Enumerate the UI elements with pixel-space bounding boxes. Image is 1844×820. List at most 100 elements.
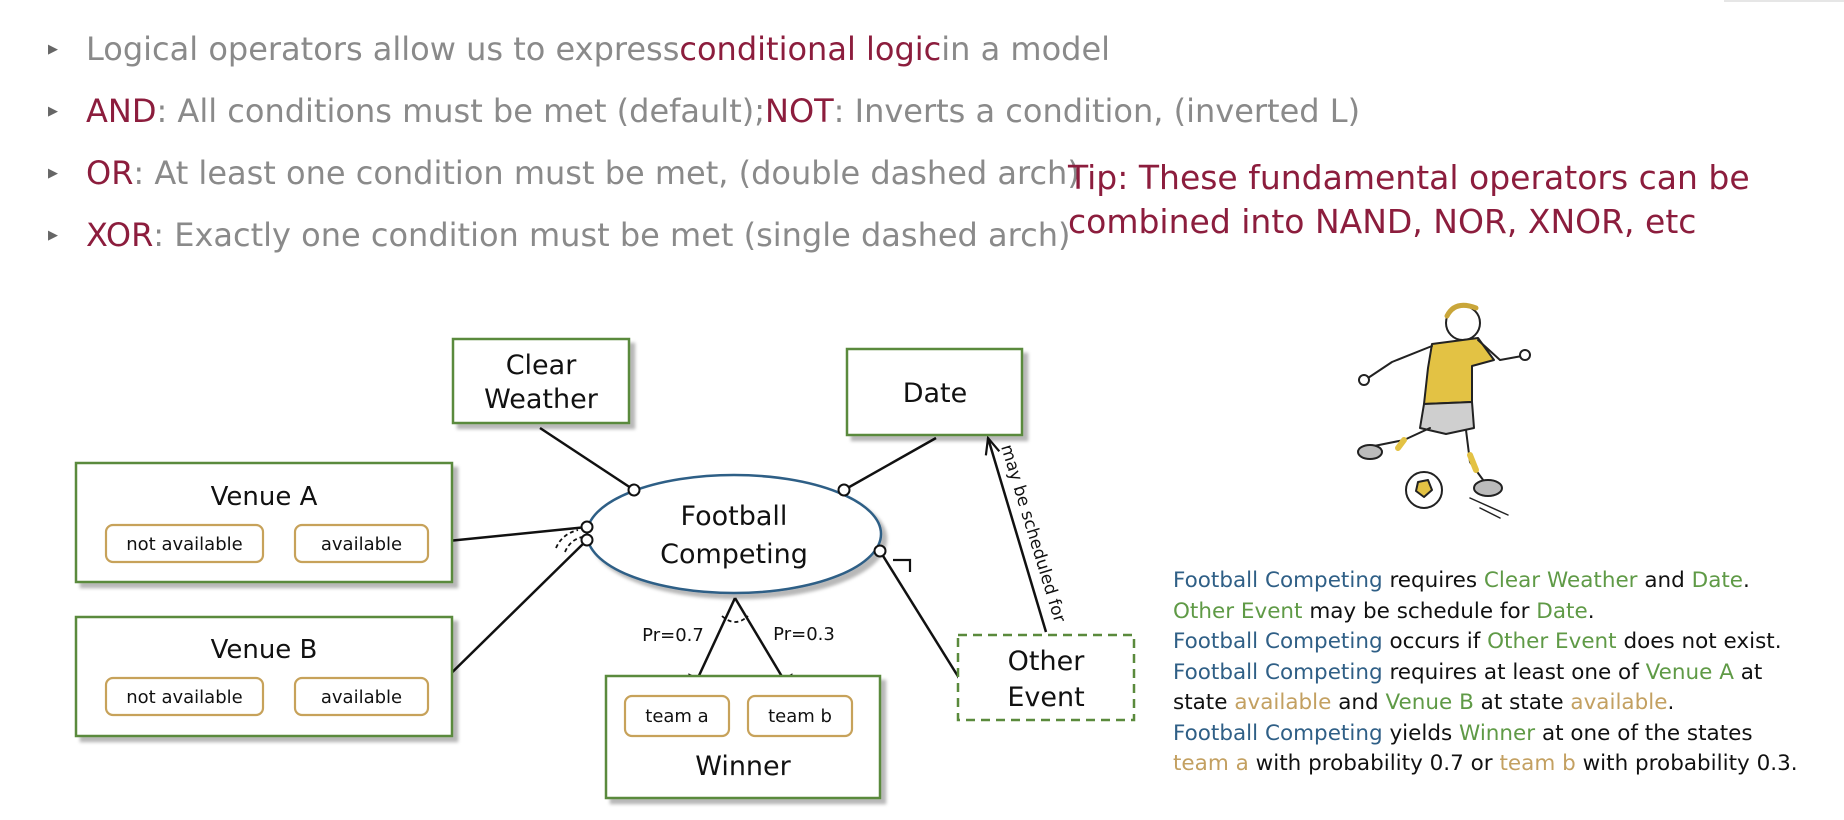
edge-weather-football bbox=[539, 426, 635, 492]
explanation-segment: does not exist. bbox=[1616, 629, 1782, 654]
explanation-line-4: Football Competing requires at least one… bbox=[1173, 658, 1833, 689]
edge-date-football bbox=[843, 436, 937, 492]
explanation-segment: Other Event bbox=[1487, 629, 1617, 654]
football-player-illustration bbox=[1357, 302, 1531, 519]
venue-a-title: Venue A bbox=[211, 482, 318, 512]
explanation-segment: . bbox=[1587, 598, 1595, 624]
other-event-line-1: Other bbox=[1008, 646, 1086, 677]
explanation-segment: team a bbox=[1173, 751, 1249, 776]
probability-team-b: Pr=0.3 bbox=[773, 624, 835, 645]
venue-b-state-not-available bbox=[104, 676, 265, 717]
port-venue-b bbox=[580, 533, 594, 547]
bullet-arrow-icon: ▶ bbox=[48, 227, 58, 243]
explanation-segment: Venue A bbox=[1645, 659, 1734, 685]
explanation-segment: Clear Weather bbox=[1483, 568, 1638, 593]
explanation-segment: . bbox=[1743, 568, 1750, 593]
player-left-hand bbox=[1358, 374, 1370, 386]
edge-venue-b-football bbox=[427, 539, 588, 697]
bullet-1-text: in a model bbox=[941, 30, 1111, 68]
tip-line-1: Tip: These fundamental operators can be bbox=[1068, 158, 1750, 197]
explanation-segment: Winner bbox=[1459, 720, 1536, 746]
explanation-line-6: Football Competing yields Winner at one … bbox=[1173, 719, 1833, 750]
venue-b-state-not-available-label: not available bbox=[126, 687, 242, 708]
bullet-4-keyword: XOR bbox=[86, 216, 154, 254]
explanation-line-2: Other Event may be schedule for Date. bbox=[1173, 597, 1833, 628]
winner-state-team-b-label: team b bbox=[768, 706, 832, 727]
football-line-2: Competing bbox=[660, 539, 808, 570]
explanation-segment: at one of the states bbox=[1535, 720, 1753, 746]
explanation-segment: Football Competing bbox=[1173, 659, 1383, 685]
player-shorts bbox=[1419, 401, 1475, 435]
winner-title: Winner bbox=[695, 751, 791, 782]
explanation-segment: with probability 0.7 or bbox=[1248, 751, 1500, 776]
bullet-3: ▶ OR: At least one condition must be met… bbox=[48, 142, 1360, 204]
explanation-segment: team b bbox=[1499, 751, 1576, 776]
explanation-segment: at state bbox=[1473, 690, 1571, 715]
bullet-1-keyword: conditional logic bbox=[679, 30, 942, 68]
explanation-segment: . bbox=[1667, 690, 1675, 715]
explanation-segment: Venue B bbox=[1385, 690, 1474, 715]
bullet-arrow-icon: ▶ bbox=[48, 103, 58, 119]
winner-state-team-a bbox=[623, 694, 731, 738]
bullet-arrow-icon: ▶ bbox=[48, 41, 58, 57]
clear-weather-line-2: Weather bbox=[484, 384, 599, 415]
venue-b-state-available bbox=[293, 676, 430, 717]
clear-weather-line-1: Clear bbox=[506, 350, 578, 381]
bullet-3-keyword: OR bbox=[86, 154, 134, 192]
other-event-line-2: Event bbox=[1007, 682, 1084, 713]
explanation-segment: yields bbox=[1382, 720, 1460, 746]
venue-a-state-available-label: available bbox=[321, 534, 402, 555]
explanation-segment: available bbox=[1570, 690, 1668, 715]
explanation-line-1: Football Competing requires Clear Weathe… bbox=[1173, 566, 1833, 597]
explanation-segment: Football Competing bbox=[1173, 568, 1383, 593]
explanation-line-5: state available and Venue B at state ava… bbox=[1173, 688, 1833, 719]
explanation-segment: Date bbox=[1536, 598, 1588, 624]
explanation-segment: available bbox=[1234, 690, 1332, 715]
bullet-list: ▶ Logical operators allow us to express … bbox=[48, 18, 1360, 266]
explanation-segment: state bbox=[1173, 690, 1235, 715]
edge-venue-a-football bbox=[427, 525, 588, 545]
bullet-2-text: : All conditions must be met (default); bbox=[156, 92, 765, 130]
explanation-segment: and bbox=[1331, 690, 1386, 715]
tip-line-2: combined into NAND, NOR, XNOR, etc bbox=[1068, 202, 1697, 241]
port-weather bbox=[627, 483, 641, 497]
venue-a-state-available bbox=[293, 523, 430, 564]
explanation-line-7: team a with probability 0.7 or team b wi… bbox=[1173, 749, 1833, 780]
bullet-4: ▶ XOR: Exactly one condition must be met… bbox=[48, 204, 1360, 266]
explanation-segment: requires at least one of bbox=[1382, 659, 1646, 685]
explanation-segment: Football Competing bbox=[1173, 720, 1383, 746]
bullet-1: ▶ Logical operators allow us to express … bbox=[48, 18, 1360, 80]
venue-a-state-not-available-label: not available bbox=[126, 534, 242, 555]
tip-callout: Tip: These fundamental operators can be … bbox=[1068, 156, 1768, 244]
bullet-2-keyword-not: NOT bbox=[765, 92, 834, 130]
or-arch-inner bbox=[564, 536, 583, 553]
port-venue-a bbox=[580, 520, 594, 534]
top-divider bbox=[1724, 0, 1844, 2]
edge-may-be-scheduled bbox=[984, 435, 1048, 633]
venue-a-state-not-available bbox=[104, 523, 265, 564]
bullet-4-text: : Exactly one condition must be met (sin… bbox=[153, 216, 1071, 254]
explanation-segment: requires bbox=[1382, 568, 1484, 593]
bullet-2: ▶ AND: All conditions must be met (defau… bbox=[48, 80, 1360, 142]
node-venue-b bbox=[74, 615, 454, 738]
node-clear-weather bbox=[451, 337, 631, 425]
port-other-event bbox=[873, 544, 887, 558]
explanation-text: Football Competing requires Clear Weathe… bbox=[1173, 566, 1833, 780]
player-left-arm bbox=[1367, 345, 1433, 379]
node-other-event bbox=[956, 633, 1136, 722]
player-left-shoe bbox=[1357, 444, 1383, 460]
may-be-scheduled-label: may be scheduled for bbox=[996, 442, 1069, 625]
venue-b-state-available-label: available bbox=[321, 687, 402, 708]
player-left-sock bbox=[1395, 437, 1407, 451]
football-line-1: Football bbox=[681, 501, 788, 532]
xor-arch bbox=[721, 615, 749, 623]
bullet-arrow-icon: ▶ bbox=[48, 165, 58, 181]
player-shirt bbox=[1423, 337, 1495, 405]
motion-line-2 bbox=[1479, 507, 1501, 519]
ball-panel bbox=[1415, 479, 1433, 498]
or-arch-outer bbox=[555, 529, 579, 549]
player-right-sock bbox=[1467, 452, 1479, 473]
explanation-segment: and bbox=[1637, 568, 1692, 593]
explanation-segment: with probability 0.3. bbox=[1575, 751, 1798, 776]
